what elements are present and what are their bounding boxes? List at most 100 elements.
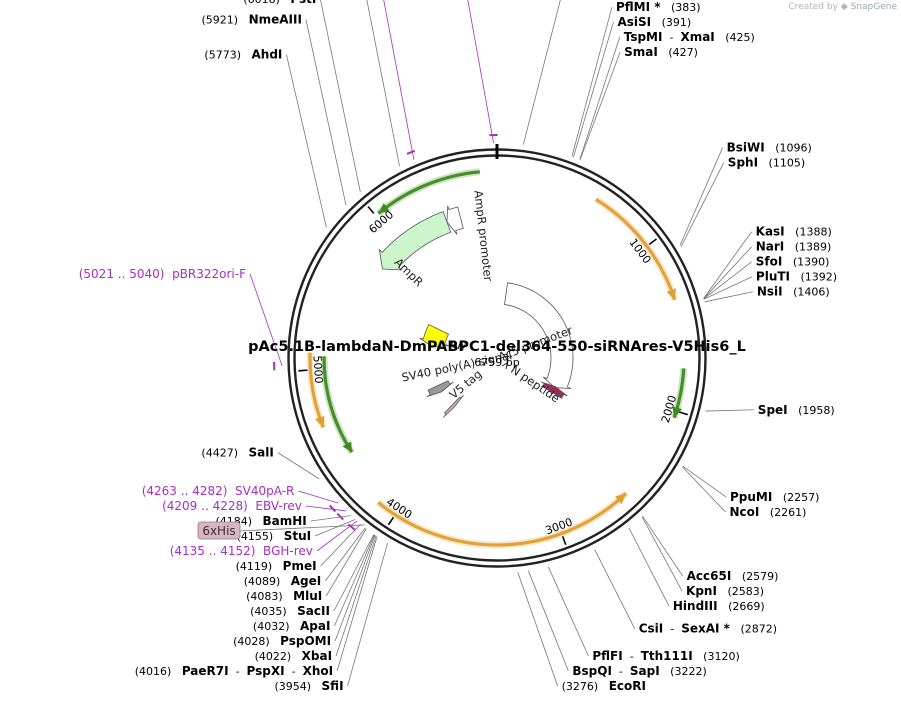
- his-tag-label: 6xHis: [202, 524, 235, 538]
- leader-line: [277, 452, 320, 480]
- leader-line: [286, 54, 327, 228]
- separator: -: [229, 665, 247, 678]
- label-text: (4135 .. 4152) BGH-rev: [170, 544, 313, 558]
- leader-line: [239, 524, 365, 532]
- leader-line: [310, 515, 351, 522]
- primer-label-pbr322ori-f: (5021 .. 5040) pBR322ori-F: [79, 267, 246, 281]
- site-name: PaeR7I: [182, 664, 229, 678]
- site-name: CsiI: [639, 622, 664, 636]
- spacer: [718, 600, 729, 613]
- orf-arc: [377, 170, 480, 215]
- site-position: (4155): [237, 530, 274, 543]
- label-text: (4035) SacII: [250, 604, 330, 618]
- separator: -: [662, 31, 680, 44]
- orf-arc-glow: [376, 168, 481, 217]
- label-text: Acc65I (2579): [687, 569, 779, 583]
- spacer: [270, 635, 281, 648]
- leader-layer: [239, 0, 754, 687]
- label-text: SpeI (1958): [758, 403, 835, 417]
- site-position: (2669): [728, 600, 765, 613]
- spacer: [790, 271, 801, 284]
- spacer: [731, 570, 742, 583]
- orf-arc-glow: [320, 356, 355, 455]
- spacer: [782, 256, 793, 269]
- site-label-spei: SpeI (1958): [758, 403, 835, 417]
- label-text: (4016) PaeR7I - PspXI - XhoI: [135, 664, 333, 678]
- tick-label: 5000: [310, 355, 325, 384]
- site-label-pmei: (4119) PmeI: [236, 559, 317, 573]
- site-label-sfii: (3954) SfiI: [274, 679, 343, 693]
- spacer: [272, 560, 283, 573]
- leader-line: [522, 0, 561, 145]
- site-name: BspQI: [572, 664, 612, 678]
- spacer: [717, 585, 728, 598]
- site-position: (2257): [783, 491, 820, 504]
- label-text: PpuMI (2257): [730, 490, 819, 504]
- spacer: [283, 590, 294, 603]
- site-position: (4028): [233, 635, 270, 648]
- site-position: (1096): [775, 142, 812, 155]
- site-label-psti: (6018) PstI: [243, 0, 316, 6]
- leader-line: [642, 515, 683, 577]
- site-name: MluI: [293, 589, 322, 603]
- tick-mark: [298, 369, 308, 372]
- orf-arrowhead: [315, 416, 325, 428]
- spacer: [783, 286, 794, 299]
- site-label-pflfi: PflFI - Tth111I (3120): [592, 649, 739, 663]
- label-text: KasI (1388): [756, 225, 832, 239]
- site-name: KpnI: [686, 584, 717, 598]
- leader-line: [628, 527, 670, 607]
- site-label-mlui: (4083) MluI: [246, 589, 322, 603]
- site-position: (1392): [801, 271, 838, 284]
- site-name: BamHI: [263, 514, 307, 528]
- leader-line: [305, 505, 346, 512]
- site-label-bspqi: BspQI - SapI (3222): [572, 664, 706, 678]
- site-position: (383): [671, 1, 701, 14]
- label-layer: BglII (132)PflMI * (383)AsiSI (391)TspMI…: [79, 0, 837, 693]
- orf-arc: [322, 356, 354, 454]
- site-name: SfoI: [756, 255, 783, 269]
- site-label-paer7i: (4016) PaeR7I - PspXI - XhoI: [135, 664, 333, 678]
- label-text: NsiI (1406): [757, 285, 830, 299]
- label-text: (4427) SalI: [201, 446, 273, 460]
- feature-lambda-n-peptide: [540, 381, 568, 399]
- spacer: [730, 623, 741, 636]
- orf-arc-glow: [375, 490, 629, 549]
- leader-line: [680, 162, 725, 247]
- leader-line: [298, 490, 339, 504]
- site-label-pspomi: (4028) PspOMI: [233, 634, 331, 648]
- leader-line: [335, 535, 377, 657]
- primer-range: (5021 .. 5040): [79, 267, 165, 281]
- label-text: (5021 .. 5040) pBR322ori-F: [79, 267, 246, 281]
- spacer: [661, 1, 672, 14]
- site-position: (6018): [243, 0, 280, 6]
- primer-binding-mark: [406, 149, 416, 155]
- spacer: [238, 447, 249, 460]
- primer-label-ebv-rev: (4209 .. 4228) EBV-rev: [162, 499, 302, 513]
- site-label-pluti: PluTI (1392): [756, 270, 837, 284]
- leader-line: [336, 536, 378, 672]
- spacer: [715, 31, 726, 44]
- site-position: (4032): [253, 620, 290, 633]
- site-position: (3276): [562, 680, 599, 693]
- site-label-xbai: (4022) XbaI: [255, 649, 332, 663]
- site-position: (427): [668, 46, 698, 59]
- label-text: BsiWI (1096): [727, 141, 812, 155]
- site-label-smai: SmaI (427): [624, 45, 698, 59]
- site-label-asisi: AsiSI (391): [617, 15, 691, 29]
- spacer: [238, 14, 249, 27]
- leader-line: [703, 246, 753, 299]
- credit-brand: SnapGene: [850, 2, 897, 12]
- snapgene-credit: Created by ◆ SnapGene: [788, 2, 897, 12]
- site-position: (425): [725, 31, 755, 44]
- site-name: PspOMI: [280, 634, 331, 648]
- site-position: (4016): [135, 665, 172, 678]
- site-name: SfiI: [322, 679, 344, 693]
- leader-line: [682, 466, 726, 513]
- primer-range: (4209 .. 4228): [162, 499, 248, 513]
- site-label-kasi: KasI (1388): [756, 225, 832, 239]
- site-label-csii: CsiI - SexAI * (2872): [639, 622, 777, 636]
- label-text: (4028) PspOMI: [233, 634, 331, 648]
- plasmid-name: pAc5.1B-lambdaN-DmPABPC1-del364-550-siRN…: [248, 339, 746, 355]
- primer-label-sv40pa-r: (4263 .. 4282) SV40pA-R: [142, 484, 295, 498]
